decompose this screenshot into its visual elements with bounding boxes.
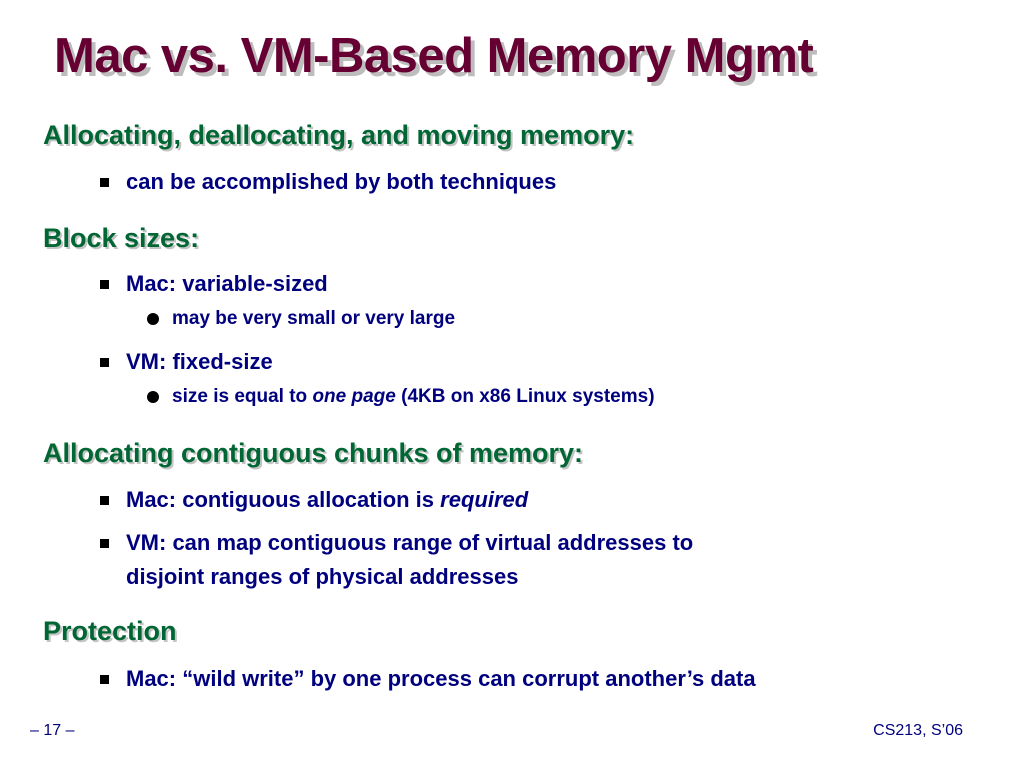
bullet-text-emphasis: required (440, 487, 529, 512)
round-bullet-icon (147, 313, 159, 325)
course-label: CS213, S’06 (873, 722, 963, 739)
bullet-both-techniques: can be accomplished by both techniques (100, 165, 557, 199)
section-heading-block-sizes: Block sizes: (43, 223, 200, 253)
bullet-mac-variable-sized: Mac: variable-sized (100, 267, 328, 301)
square-bullet-icon (100, 539, 109, 548)
bullet-wild-write: Mac: “wild write” by one process can cor… (100, 662, 756, 696)
section-heading-allocating: Allocating, deallocating, and moving mem… (43, 120, 635, 150)
subbullet-small-or-large: may be very small or very large (147, 305, 456, 333)
section-heading-protection: Protection (43, 616, 177, 646)
square-bullet-icon (100, 358, 109, 367)
square-bullet-icon (100, 675, 109, 684)
page-number: – 17 – (30, 722, 75, 739)
subbullet-text: may be very small or very large (172, 308, 456, 329)
subbullet-text-pre: size is equal to (172, 386, 313, 407)
subbullet-one-page: size is equal to one page (4KB on x86 Li… (147, 383, 655, 411)
bullet-text: can be accomplished by both techniques (126, 169, 557, 194)
bullet-text-line2: disjoint ranges of physical addresses (126, 564, 519, 589)
bullet-text: VM: fixed-size (126, 349, 273, 374)
square-bullet-icon (100, 280, 109, 289)
square-bullet-icon (100, 496, 109, 505)
bullet-text: Mac: variable-sized (126, 271, 328, 296)
bullet-text-line1: VM: can map contiguous range of virtual … (126, 530, 694, 555)
bullet-vm-fixed-size: VM: fixed-size (100, 345, 273, 379)
round-bullet-icon (147, 391, 159, 403)
bullet-mac-contiguous-required: Mac: contiguous allocation is required (100, 483, 529, 517)
subbullet-text-emphasis: one page (312, 386, 396, 407)
bullet-vm-map-contiguous: VM: can map contiguous range of virtual … (100, 526, 694, 560)
subbullet-text-post: (4KB on x86 Linux systems) (395, 386, 655, 407)
bullet-text-pre: Mac: contiguous allocation is (126, 487, 441, 512)
bullet-text: Mac: “wild write” by one process can cor… (126, 666, 756, 691)
square-bullet-icon (100, 178, 109, 187)
section-heading-contiguous: Allocating contiguous chunks of memory: (43, 438, 584, 468)
slide-title: Mac vs. VM-Based Memory Mgmt (54, 29, 814, 83)
